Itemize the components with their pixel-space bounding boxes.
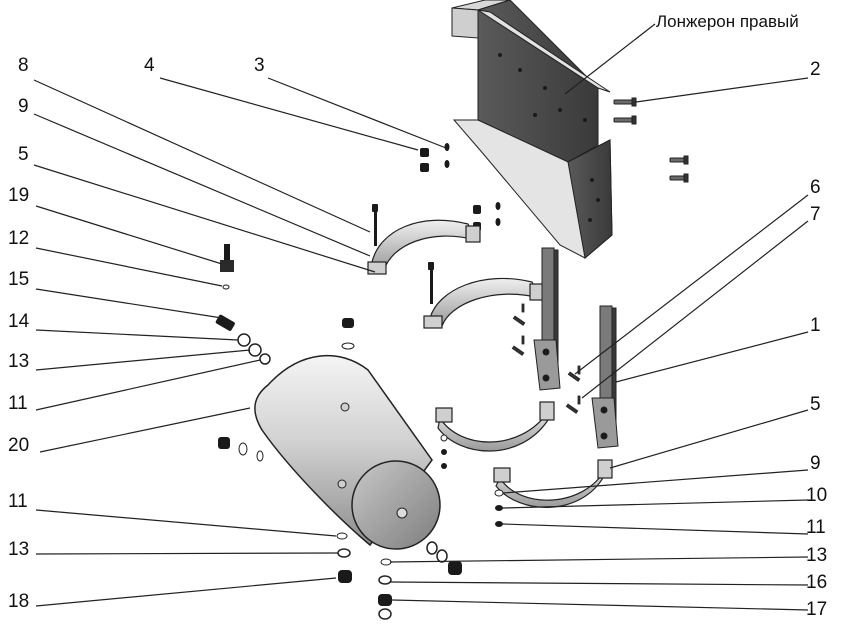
callout-11-left-lower: 11	[8, 491, 28, 512]
frame-rail	[451, 0, 613, 259]
callout-11-left-upper: 11	[8, 393, 28, 414]
callout-6: 6	[810, 177, 821, 198]
long-bolts-8	[372, 204, 434, 304]
fittings-side	[218, 437, 264, 462]
callout-13-left-upper: 13	[8, 351, 30, 372]
callout-16: 16	[806, 572, 828, 593]
callout-8: 8	[18, 55, 29, 76]
bolts-2	[613, 97, 689, 183]
callout-10: 10	[806, 485, 828, 506]
callout-15: 15	[8, 269, 30, 290]
callout-13-left-lower: 13	[8, 539, 30, 560]
air-tank	[254, 354, 441, 550]
callout-13-right: 13	[806, 545, 828, 566]
callout-9-right: 9	[810, 453, 821, 474]
callout-4: 4	[144, 55, 155, 76]
callout-20: 20	[8, 435, 30, 456]
callout-12: 12	[8, 228, 30, 249]
leader-lines	[33, 23, 809, 611]
callout-14: 14	[8, 311, 30, 332]
frame-rail-label: Лонжерон правый	[656, 12, 799, 31]
callout-2: 2	[810, 59, 821, 80]
washers-column	[440, 434, 504, 527]
fittings-bottom	[336, 532, 462, 620]
clamp-bands	[367, 219, 613, 508]
callout-1: 1	[810, 315, 821, 336]
brackets-1	[533, 247, 619, 449]
callout-3: 3	[254, 55, 265, 76]
callout-5-right: 5	[810, 394, 821, 415]
callout-18: 18	[8, 591, 30, 612]
fittings-left	[215, 244, 271, 365]
callout-9-left: 9	[18, 96, 29, 117]
nuts-washers-upper	[420, 143, 501, 231]
callout-5-left: 5	[18, 144, 29, 165]
callout-17: 17	[806, 599, 828, 620]
small-bolts-6-7	[511, 303, 581, 414]
callout-7: 7	[810, 204, 821, 225]
callout-19: 19	[8, 185, 30, 206]
callout-11-right: 11	[806, 517, 826, 538]
